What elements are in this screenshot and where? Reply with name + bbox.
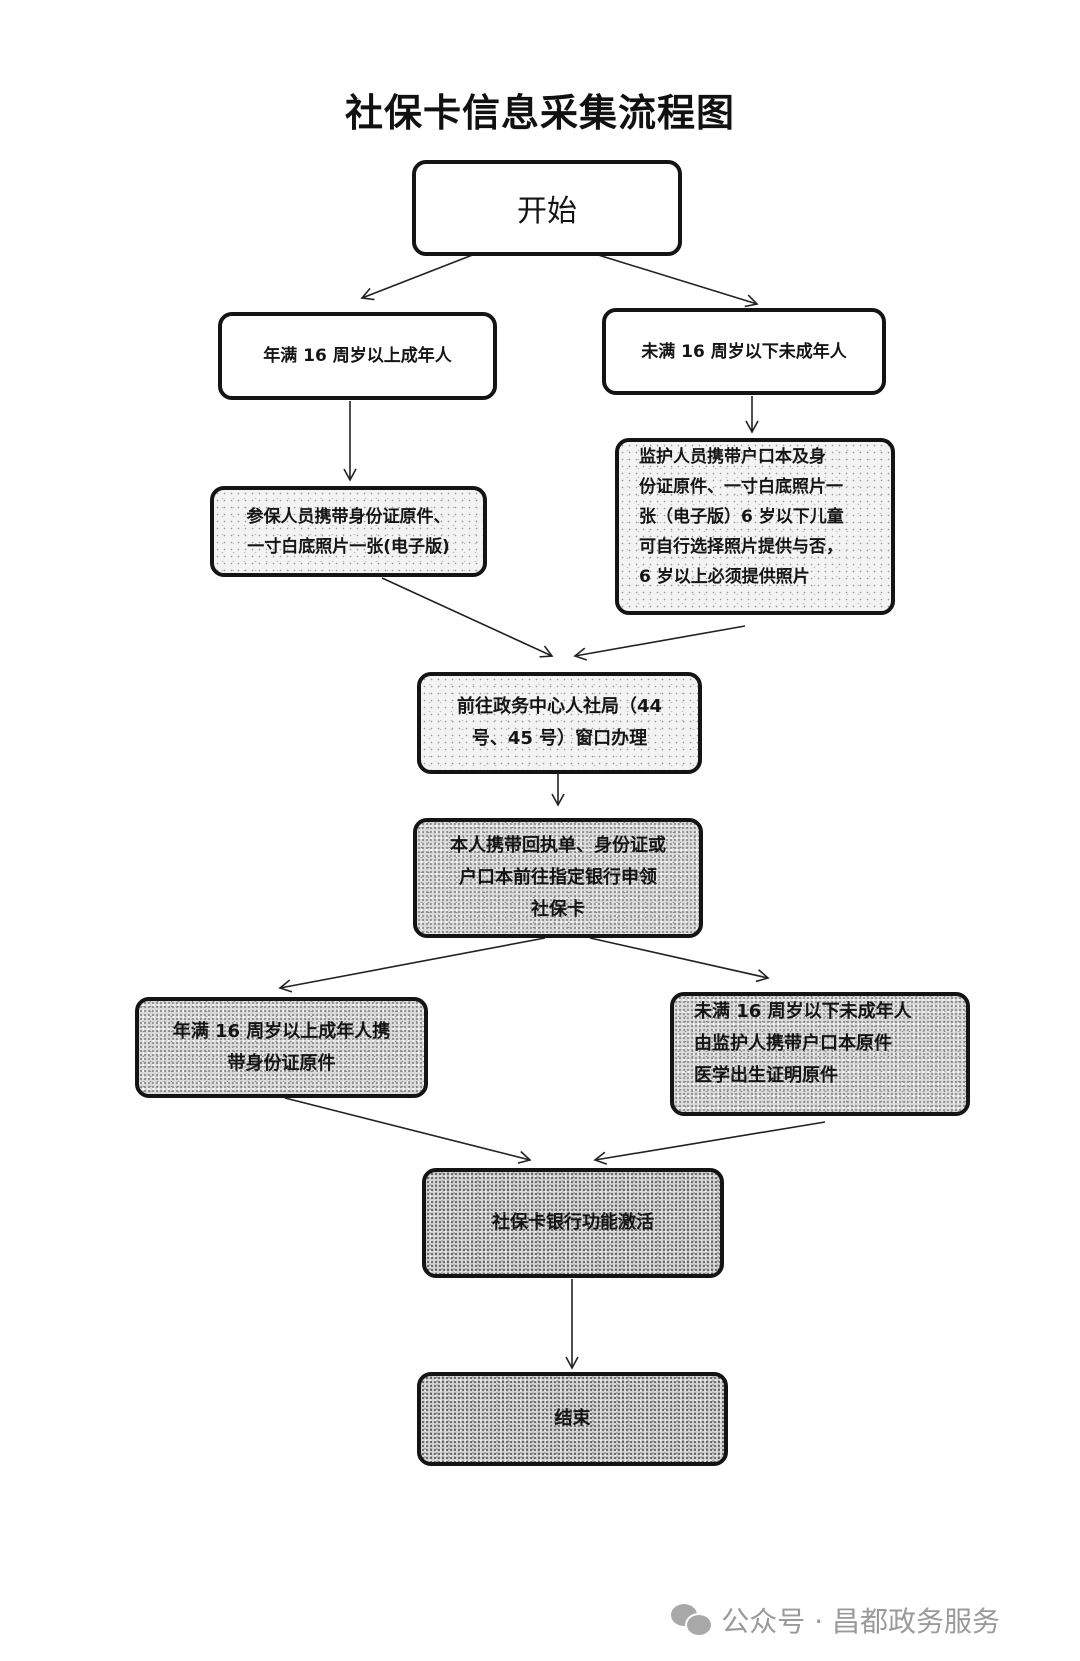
start-label: 开始 — [517, 194, 577, 229]
bank-node: 本人携带回执单、身份证或 户口本前往指定银行申领 社保卡 — [413, 818, 703, 938]
end-node: 结束 — [417, 1372, 728, 1466]
start-node: 开始 — [412, 160, 682, 256]
minor-docs-line: 张（电子版）6 岁以下儿童 — [639, 507, 844, 527]
adult-docs-line: 参保人员携带身份证原件、 — [246, 506, 451, 527]
minor-bank-node: 未满 16 周岁以下未成年人 由监护人携带户口本原件 医学出生证明原件 — [670, 992, 970, 1116]
arrow-adultdocs-to-center — [381, 577, 554, 658]
page-title: 社保卡信息采集流程图 — [344, 91, 735, 135]
center-line: 号、45 号）窗口办理 — [471, 728, 648, 749]
arrow-minordocs-to-center — [573, 625, 746, 661]
adult-bank-node: 年满 16 周岁以上成年人携 带身份证原件 — [135, 997, 428, 1098]
bank-line: 本人携带回执单、身份证或 — [450, 835, 666, 856]
bank-line: 社保卡 — [531, 899, 585, 920]
adult-docs-node: 参保人员携带身份证原件、 一寸白底照片一张(电子版) — [210, 486, 487, 577]
footer-text: 公众号 · 昌都政务服务 — [721, 1605, 1000, 1638]
minor-docs-node: 监护人员携带户口本及身 份证原件、一寸白底照片一 张（电子版）6 岁以下儿童 可… — [615, 438, 895, 615]
adult-docs-line: 一寸白底照片一张(电子版) — [247, 536, 450, 557]
adult-bank-line: 带身份证原件 — [227, 1052, 336, 1074]
minor-label: 未满 16 周岁以下未成年人 — [641, 341, 847, 362]
minor-bank-line: 未满 16 周岁以下未成年人 — [694, 1001, 912, 1022]
arrow-start-to-minor — [594, 253, 759, 308]
footer-watermark: 公众号 · 昌都政务服务 — [671, 1600, 1000, 1640]
minor-bank-line: 医学出生证明原件 — [694, 1065, 838, 1086]
adult-bank-line: 年满 16 周岁以上成年人携 — [172, 1020, 391, 1042]
minor-bank-line: 由监护人携带户口本原件 — [694, 1033, 892, 1054]
arrow-bank-to-adultbank — [278, 937, 546, 993]
end-label: 结束 — [554, 1408, 591, 1429]
center-line: 前往政务中心人社局（44 — [456, 696, 663, 717]
arrow-adultbank-to-activate — [284, 1097, 532, 1164]
activate-label: 社保卡银行功能激活 — [492, 1212, 654, 1233]
minor-docs-line: 监护人员携带户口本及身 — [639, 447, 826, 467]
arrow-start-to-adult — [360, 253, 476, 301]
activate-node: 社保卡银行功能激活 — [422, 1168, 724, 1278]
minor-docs-line: 可自行选择照片提供与否， — [639, 537, 843, 557]
minor-node: 未满 16 周岁以下未成年人 — [602, 308, 886, 395]
bank-line: 户口本前往指定银行申领 — [459, 867, 657, 888]
arrow-bank-to-minorbank — [589, 937, 770, 983]
wechat-icon — [671, 1604, 714, 1637]
adult-label: 年满 16 周岁以上成年人 — [263, 346, 452, 366]
adult-node: 年满 16 周岁以上成年人 — [218, 312, 497, 400]
center-node: 前往政务中心人社局（44 号、45 号）窗口办理 — [417, 672, 702, 774]
arrow-minorbank-to-activate — [593, 1121, 826, 1165]
minor-docs-line: 6 岁以上必须提供照片 — [639, 567, 810, 587]
minor-docs-line: 份证原件、一寸白底照片一 — [639, 477, 843, 497]
